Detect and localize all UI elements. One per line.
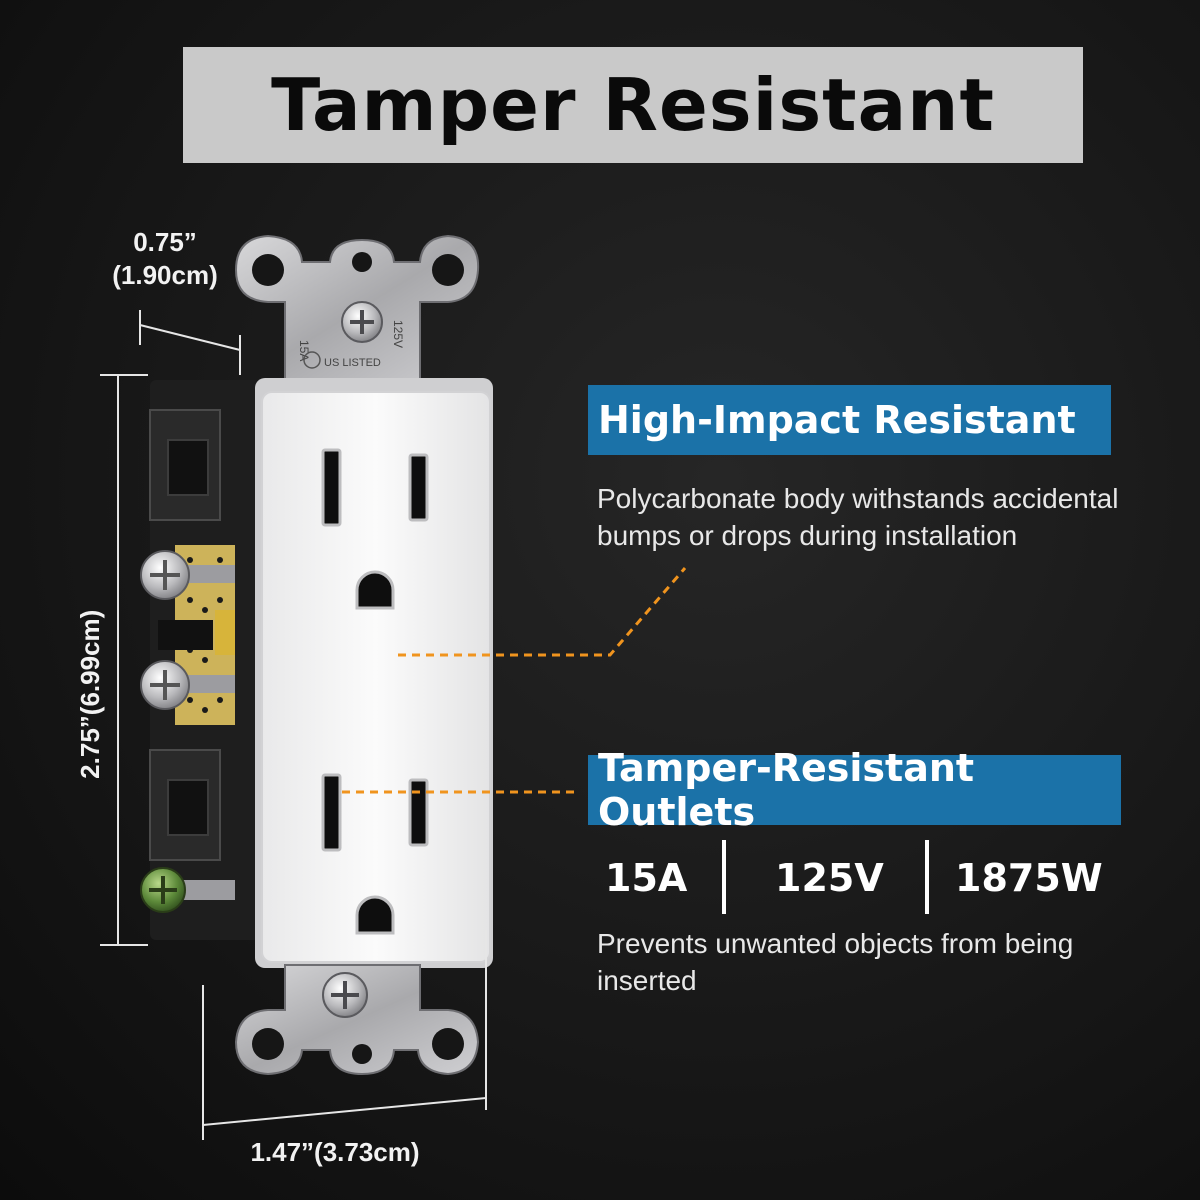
top-mounting-strap: 15A 125V US LISTED	[234, 234, 480, 386]
depth-centimeters: (1.90cm)	[112, 259, 218, 290]
spec-voltage: 125V	[775, 856, 884, 900]
outlet-front-face	[255, 378, 493, 968]
feature-heading-impact: High-Impact Resistant	[588, 385, 1111, 455]
page-title: Tamper Resistant	[271, 63, 995, 147]
width-dimension-label: 1.47”(3.73cm)	[250, 1137, 420, 1167]
lower-receptacle	[321, 773, 429, 935]
strap-volt-marking: 125V	[391, 320, 405, 348]
spec-divider	[722, 840, 726, 914]
height-dimension-label: 2.75”(6.99cm)	[74, 609, 105, 779]
bottom-mounting-strap	[234, 964, 480, 1076]
depth-inches: 0.75”	[133, 227, 197, 257]
title-banner: Tamper Resistant	[183, 47, 1083, 163]
feature-description-impact: Polycarbonate body withstands accidental…	[597, 483, 1119, 551]
ul-mark-icon	[303, 351, 321, 369]
spec-amperage: 15A	[605, 856, 688, 900]
upper-receptacle	[321, 448, 429, 610]
feature-heading-tamper: Tamper-Resistant Outlets	[588, 746, 1121, 834]
feature-description-tamper: Prevents unwanted objects from being ins…	[597, 928, 1074, 996]
dimension-lines	[100, 310, 487, 1140]
outlet-side-housing	[140, 380, 260, 940]
spec-wattage: 1875W	[955, 856, 1103, 900]
depth-dimension-label: 0.75” (1.90cm)	[100, 226, 230, 291]
strap-amp-marking: 15A	[297, 340, 311, 361]
callout-lines	[342, 567, 687, 794]
spec-divider	[925, 840, 929, 914]
strap-listing-marking: US LISTED	[324, 357, 381, 369]
